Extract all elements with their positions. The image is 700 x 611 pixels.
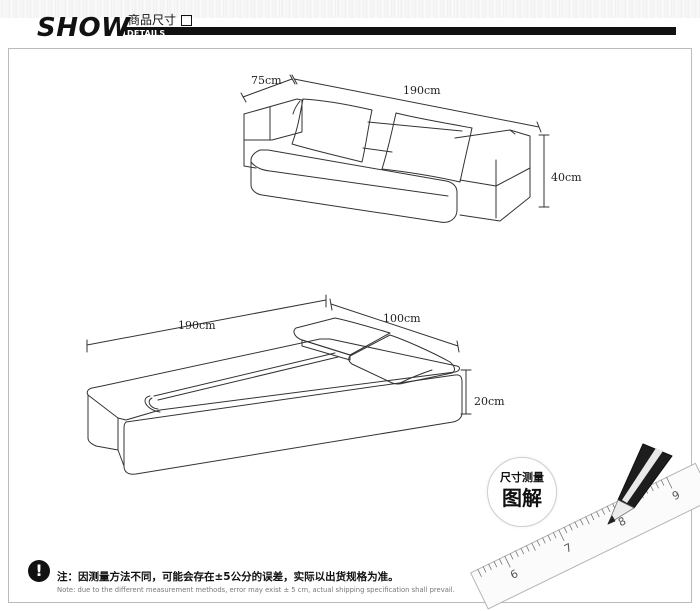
bed-cushion-lower bbox=[348, 334, 455, 385]
corner-mark-icon bbox=[181, 15, 192, 26]
sofa-depth-label: 75cm bbox=[251, 74, 282, 87]
sofa-back-block bbox=[243, 98, 303, 141]
dimension-panel bbox=[8, 48, 692, 603]
bed-dim-length bbox=[86, 294, 327, 353]
ruler-number-7: 7 bbox=[562, 541, 574, 556]
sofa-pillow-right bbox=[381, 112, 473, 183]
ruler-number-8: 8 bbox=[616, 514, 628, 529]
sofa-dim-height bbox=[538, 134, 550, 208]
sofa-seat bbox=[250, 149, 458, 223]
sofa-pillow-left bbox=[291, 98, 373, 163]
show-heading: SHOW bbox=[37, 13, 131, 43]
sofa-width-label: 190cm bbox=[403, 84, 441, 97]
badge-title: 图解 bbox=[502, 486, 542, 510]
ruler-icon: 6 7 8 9 bbox=[470, 462, 700, 610]
sofa-back-strip bbox=[367, 121, 463, 132]
note-chinese: 注：因测量方法不同，可能会存在±5公分的误差，实际以出货规格为准。 bbox=[57, 571, 399, 583]
bed-back-mattress bbox=[86, 338, 460, 421]
section-header: SHOW 商品尺寸 DETAILS bbox=[0, 8, 700, 44]
ruler-number-6: 6 bbox=[508, 567, 520, 582]
sofa-height-label: 40cm bbox=[551, 171, 582, 184]
sofa-dim-depth bbox=[240, 74, 296, 103]
header-bar bbox=[125, 27, 676, 35]
note-english: Note: due to the different measurement m… bbox=[57, 586, 455, 594]
bed-height-label: 20cm bbox=[474, 395, 505, 408]
bed-dim-width bbox=[329, 298, 460, 353]
bed-dim-height bbox=[460, 369, 472, 415]
measure-badge: 尺寸测量 图解 bbox=[487, 457, 557, 527]
bed-drawing bbox=[86, 294, 472, 475]
section-title: 商品尺寸 bbox=[128, 13, 177, 27]
pencil-icon bbox=[607, 443, 673, 525]
header-texture bbox=[0, 0, 700, 18]
ruler-number-9: 9 bbox=[670, 488, 682, 503]
ruler-body bbox=[470, 462, 700, 610]
sofa-drawing bbox=[240, 74, 550, 223]
warning-icon: ! bbox=[28, 560, 50, 582]
details-label: DETAILS bbox=[127, 29, 166, 38]
sofa-dim-width bbox=[291, 74, 542, 133]
sofa-arm-right bbox=[454, 129, 531, 187]
bed-cushion-upper bbox=[293, 317, 391, 356]
bed-length-label: 190cm bbox=[178, 319, 216, 332]
bed-front-mattress bbox=[123, 374, 463, 475]
bed-width-label: 100cm bbox=[383, 312, 421, 325]
badge-caption: 尺寸测量 bbox=[500, 471, 544, 484]
